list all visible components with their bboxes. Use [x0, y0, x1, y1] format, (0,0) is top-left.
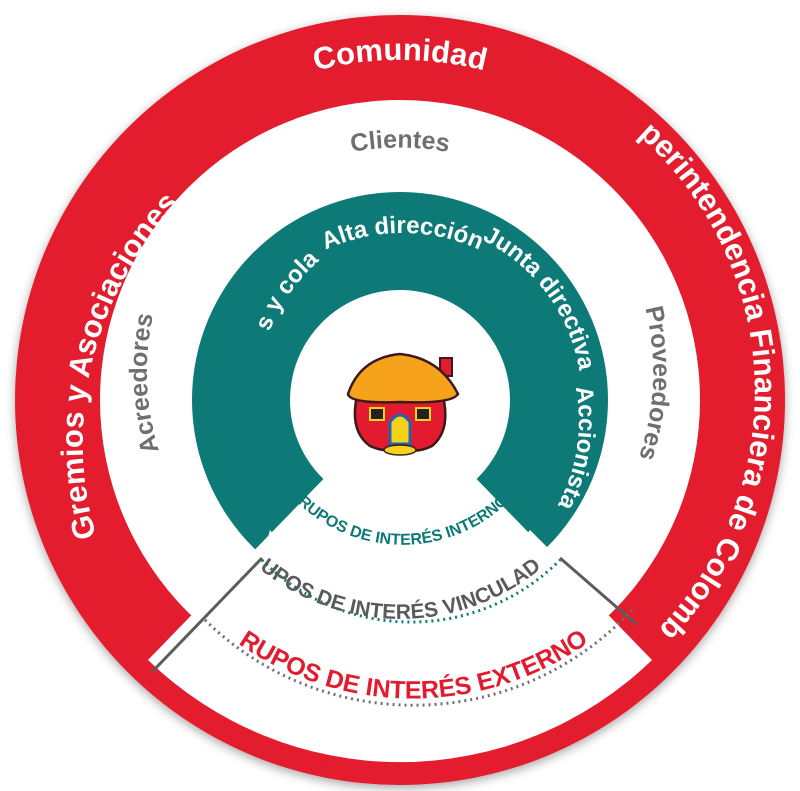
house-logo-icon: [346, 352, 460, 456]
label-clientes: Clientes: [348, 125, 452, 157]
sector-edge-right: [559, 556, 637, 626]
internal-band-sector: [262, 530, 558, 620]
dotted-arc-internal: [260, 558, 562, 624]
sector-edge-left: [150, 556, 264, 674]
groups-sector: [148, 400, 652, 763]
